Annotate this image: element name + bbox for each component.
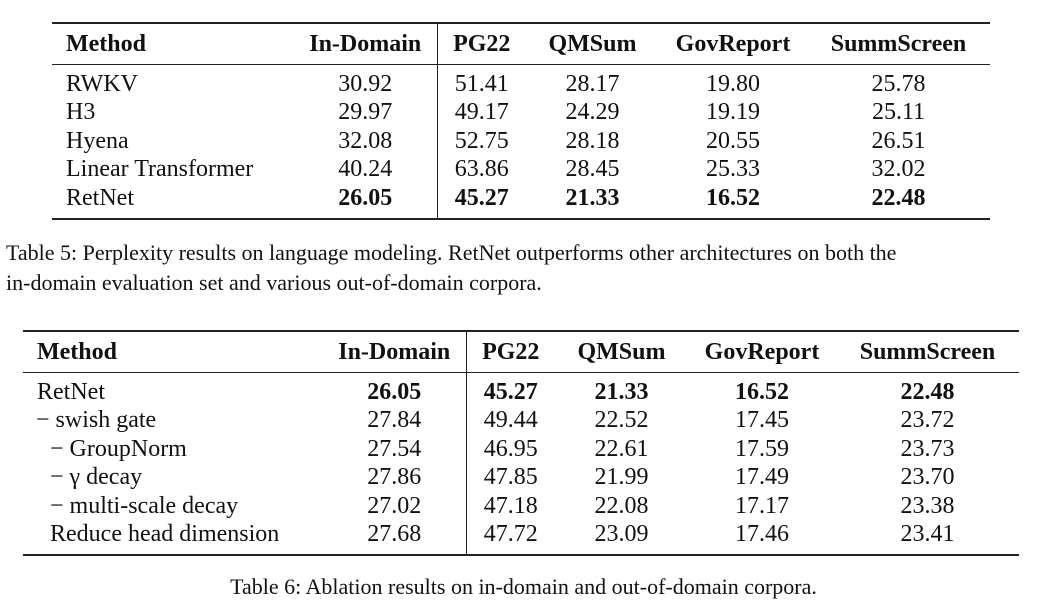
value-cell: 21.99 — [594, 464, 649, 491]
table-row: − swish gate 27.84 49.44 22.52 17.45 23.… — [23, 406, 1019, 435]
header-pg22: PG22 — [436, 23, 526, 65]
value-cell-best: 22.48 — [871, 184, 926, 211]
method-cell: − swish gate — [36, 407, 157, 434]
value-cell: 47.72 — [465, 520, 555, 555]
method-cell: RWKV — [66, 70, 138, 97]
header-summscreen: SummScreen — [830, 30, 967, 57]
value-cell: 23.73 — [900, 435, 955, 462]
table-row: − GroupNorm 27.54 46.95 22.61 17.59 23.7… — [23, 435, 1019, 464]
table-5-caption: Table 5: Perplexity results on language … — [6, 238, 1046, 298]
value-cell: 26.51 — [871, 127, 926, 154]
value-cell: 46.95 — [465, 435, 555, 464]
value-cell-best: 16.52 — [706, 184, 760, 211]
table-row: Linear Transformer 40.24 63.86 28.45 25.… — [52, 155, 990, 184]
value-cell-best: 45.27 — [465, 372, 555, 407]
value-cell-best: 26.05 — [338, 184, 393, 211]
value-cell: 52.75 — [436, 127, 526, 156]
value-cell: 25.33 — [706, 156, 760, 183]
value-cell: 27.86 — [367, 464, 422, 491]
value-cell: 27.02 — [367, 492, 422, 519]
value-cell: 25.11 — [871, 99, 926, 126]
value-cell: 27.68 — [367, 521, 422, 548]
method-cell: Linear Transformer — [66, 156, 254, 183]
table-row: H3 29.97 49.17 24.29 19.19 25.11 — [52, 98, 990, 127]
value-cell: 19.80 — [706, 70, 760, 97]
value-cell-best: 22.48 — [900, 378, 955, 405]
value-cell: 22.61 — [594, 435, 649, 462]
value-cell: 17.46 — [735, 521, 789, 548]
table-row: RWKV 30.92 51.41 28.17 19.80 25.78 — [52, 64, 990, 99]
value-cell: 24.29 — [565, 99, 620, 126]
header-govreport: GovReport — [704, 338, 820, 365]
table-row: − multi-scale decay 27.02 47.18 22.08 17… — [23, 492, 1019, 521]
header-in-domain: In-Domain — [338, 338, 451, 365]
value-cell: 63.86 — [436, 155, 526, 184]
value-cell: 40.24 — [338, 156, 393, 183]
value-cell: 17.59 — [735, 435, 789, 462]
value-cell: 28.45 — [565, 156, 620, 183]
table-row: − γ decay 27.86 47.85 21.99 17.49 23.70 — [23, 463, 1019, 492]
header-qmsum: QMSum — [577, 338, 666, 365]
value-cell: 27.84 — [367, 407, 422, 434]
method-cell: RetNet — [66, 184, 134, 211]
value-cell: 22.08 — [594, 492, 649, 519]
caption-line-2: in-domain evaluation set and various out… — [6, 270, 542, 295]
header-qmsum: QMSum — [548, 30, 637, 57]
table-row-best: RetNet 26.05 45.27 21.33 16.52 22.48 — [23, 372, 1019, 407]
header-method: Method — [66, 30, 146, 57]
value-cell: 49.44 — [465, 406, 555, 435]
value-cell: 25.78 — [871, 70, 926, 97]
caption-line-1: Table 5: Perplexity results on language … — [6, 240, 897, 265]
value-cell: 30.92 — [338, 70, 393, 97]
header-pg22: PG22 — [465, 331, 555, 373]
value-cell: 28.17 — [565, 70, 620, 97]
method-cell: − GroupNorm — [50, 435, 187, 462]
header-in-domain: In-Domain — [309, 30, 422, 57]
table-6: Method In-Domain PG22 QMSum GovReport Su… — [23, 330, 1019, 556]
table-row: Hyena 32.08 52.75 28.18 20.55 26.51 — [52, 127, 990, 156]
table-header-row: Method In-Domain PG22 QMSum GovReport Su… — [23, 331, 1019, 373]
value-cell: 47.85 — [465, 463, 555, 492]
value-cell: 17.45 — [735, 407, 789, 434]
method-cell: − γ decay — [50, 464, 143, 491]
value-cell: 23.09 — [594, 521, 649, 548]
value-cell: 23.38 — [900, 492, 955, 519]
value-cell: 17.17 — [735, 492, 789, 519]
value-cell: 23.41 — [900, 521, 955, 548]
method-cell: H3 — [66, 99, 96, 126]
header-govreport: GovReport — [675, 30, 791, 57]
value-cell-best: 21.33 — [565, 184, 620, 211]
table-6-caption: Table 6: Ablation results on in-domain a… — [0, 572, 1047, 602]
value-cell: 47.18 — [465, 492, 555, 521]
value-cell: 49.17 — [436, 98, 526, 127]
table-5: Method In-Domain PG22 QMSum GovReport Su… — [52, 22, 990, 220]
caption-text: Table 6: Ablation results on in-domain a… — [230, 574, 817, 599]
value-cell: 51.41 — [436, 64, 526, 99]
header-method: Method — [37, 338, 117, 365]
value-cell-best: 21.33 — [594, 378, 649, 405]
value-cell: 32.08 — [338, 127, 393, 154]
header-summscreen: SummScreen — [859, 338, 996, 365]
value-cell: 29.97 — [338, 99, 393, 126]
value-cell-best: 16.52 — [735, 378, 789, 405]
method-cell: Hyena — [66, 127, 129, 154]
value-cell: 28.18 — [565, 127, 620, 154]
value-cell-best: 45.27 — [436, 184, 526, 219]
value-cell: 19.19 — [706, 99, 760, 126]
table-row-best: RetNet 26.05 45.27 21.33 16.52 22.48 — [52, 184, 990, 219]
method-cell: Reduce head dimension — [50, 521, 280, 548]
value-cell: 23.72 — [900, 407, 955, 434]
value-cell: 23.70 — [900, 464, 955, 491]
table-header-row: Method In-Domain PG22 QMSum GovReport Su… — [52, 23, 990, 65]
value-cell: 32.02 — [871, 156, 926, 183]
value-cell: 17.49 — [735, 464, 789, 491]
table-row: Reduce head dimension 27.68 47.72 23.09 … — [23, 520, 1019, 555]
method-cell: − multi-scale decay — [50, 492, 239, 519]
value-cell: 20.55 — [706, 127, 760, 154]
value-cell-best: 26.05 — [367, 378, 422, 405]
value-cell: 22.52 — [594, 407, 649, 434]
value-cell: 27.54 — [367, 435, 422, 462]
method-cell: RetNet — [37, 378, 105, 405]
